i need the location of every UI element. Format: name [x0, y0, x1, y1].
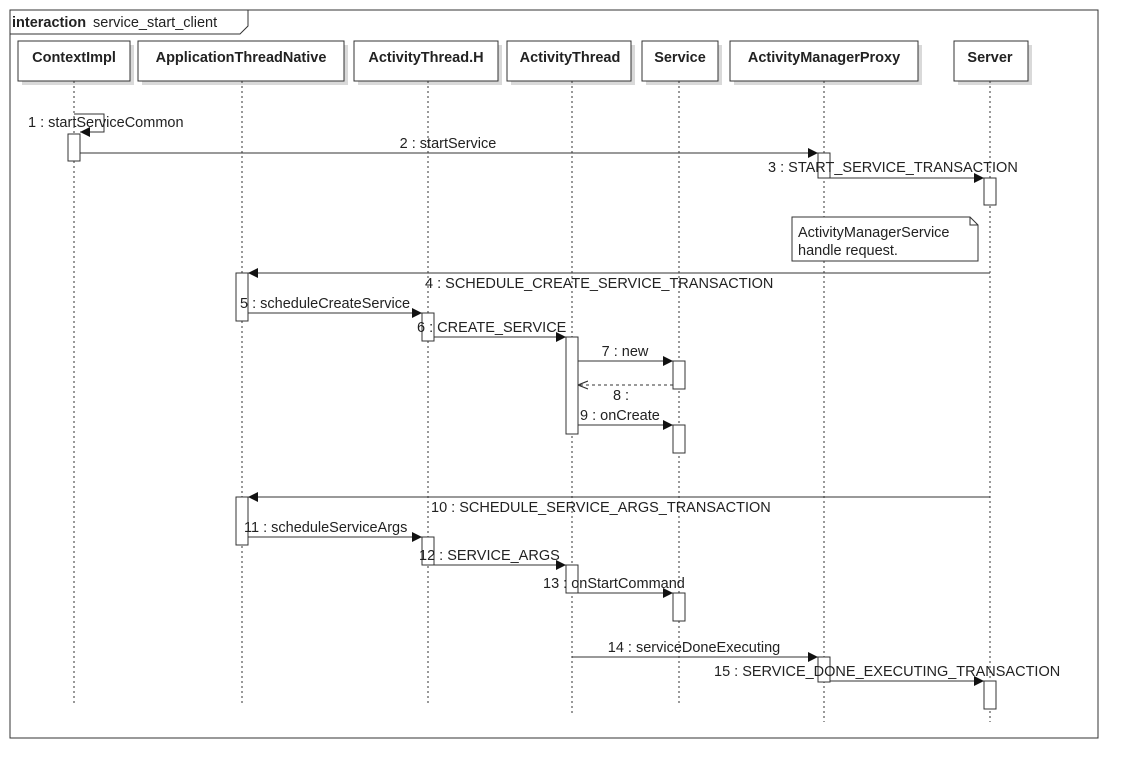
message-label: 10 : SCHEDULE_SERVICE_ARGS_TRANSACTION [431, 500, 771, 516]
message-label: 2 : startService [400, 136, 497, 152]
activation-bar [983, 177, 997, 206]
activation-bar [421, 536, 435, 566]
message-2[interactable]: 2 : startService [80, 136, 818, 158]
lifeline-server[interactable]: Server [953, 40, 1032, 722]
frame-name: service_start_client [93, 15, 217, 31]
activation-bars [67, 133, 997, 710]
message-label: 5 : scheduleCreateService [240, 296, 410, 312]
lifeline-activitythread-h[interactable]: ActivityThread.H [353, 40, 502, 704]
note-line: handle request. [798, 243, 898, 259]
message-14[interactable]: 14 : serviceDoneExecuting [572, 640, 818, 662]
activation-bar [672, 360, 686, 390]
lifeline-label: Server [967, 50, 1013, 66]
message-label: 4 : SCHEDULE_CREATE_SERVICE_TRANSACTION [425, 276, 773, 292]
activation-bar [421, 312, 435, 342]
lifeline-label: ApplicationThreadNative [156, 50, 327, 66]
message-13[interactable]: 13 : onStartCommand [543, 576, 685, 598]
frame-keyword: interaction [12, 15, 86, 31]
activation-bar [565, 336, 579, 435]
message-4[interactable]: 4 : SCHEDULE_CREATE_SERVICE_TRANSACTION [248, 268, 990, 292]
activation-bar [235, 272, 249, 322]
message-label: 7 : new [602, 344, 649, 360]
message-15[interactable]: 15 : SERVICE_DONE_EXECUTING_TRANSACTION [714, 664, 1060, 686]
message-label: 14 : serviceDoneExecuting [608, 640, 781, 656]
activation-bar [672, 592, 686, 622]
message-3[interactable]: 3 : START_SERVICE_TRANSACTION [768, 160, 1018, 183]
note-amservice: ActivityManagerService handle request. [791, 216, 979, 262]
activation-bar [67, 133, 81, 162]
lifeline-service[interactable]: Service [641, 40, 722, 704]
message-label: 1 : startServiceCommon [28, 115, 184, 131]
message-5[interactable]: 5 : scheduleCreateService [240, 296, 422, 318]
lifeline-contextimpl[interactable]: ContextImpl [17, 40, 134, 704]
message-8[interactable]: 8 : [578, 385, 673, 404]
message-label: 15 : SERVICE_DONE_EXECUTING_TRANSACTION [714, 664, 1060, 680]
activation-bar [565, 564, 579, 594]
message-label: 13 : onStartCommand [543, 576, 685, 592]
lifeline-label: ActivityThread [520, 50, 621, 66]
message-6[interactable]: 6 : CREATE_SERVICE [417, 320, 567, 342]
activation-bar [672, 424, 686, 454]
message-label: 12 : SERVICE_ARGS [419, 548, 560, 564]
note-line: ActivityManagerService [798, 225, 950, 241]
activation-bar [983, 680, 997, 710]
lifeline-label: ActivityThread.H [368, 50, 483, 66]
lifeline-label: ActivityManagerProxy [748, 50, 900, 66]
message-label: 6 : CREATE_SERVICE [417, 320, 567, 336]
message-10[interactable]: 10 : SCHEDULE_SERVICE_ARGS_TRANSACTION [248, 492, 990, 516]
lifeline-activitymanagerproxy[interactable]: ActivityManagerProxy [729, 40, 922, 722]
message-label: 9 : onCreate [580, 408, 660, 424]
message-7[interactable]: 7 : new [578, 344, 673, 366]
message-label: 11 : scheduleServiceArgs [244, 520, 407, 536]
message-label: 3 : START_SERVICE_TRANSACTION [768, 160, 1018, 176]
activation-bar [817, 656, 831, 683]
message-1[interactable]: 1 : startServiceCommon [28, 113, 184, 137]
lifeline-label: Service [654, 50, 706, 66]
lifeline-activitythread[interactable]: ActivityThread [506, 40, 635, 714]
message-label: 8 : [613, 388, 629, 404]
interaction-frame: interaction service_start_client [9, 9, 1099, 739]
message-11[interactable]: 11 : scheduleServiceArgs [244, 520, 422, 542]
message-9[interactable]: 9 : onCreate [578, 408, 673, 430]
lifeline-applicationthreadnative[interactable]: ApplicationThreadNative [137, 40, 348, 704]
message-12[interactable]: 12 : SERVICE_ARGS [419, 548, 566, 570]
lifeline-label: ContextImpl [32, 50, 116, 66]
activation-bar [817, 152, 831, 179]
activation-bar [235, 496, 249, 546]
messages: 1 : startServiceCommon 2 : startService … [28, 113, 1060, 686]
